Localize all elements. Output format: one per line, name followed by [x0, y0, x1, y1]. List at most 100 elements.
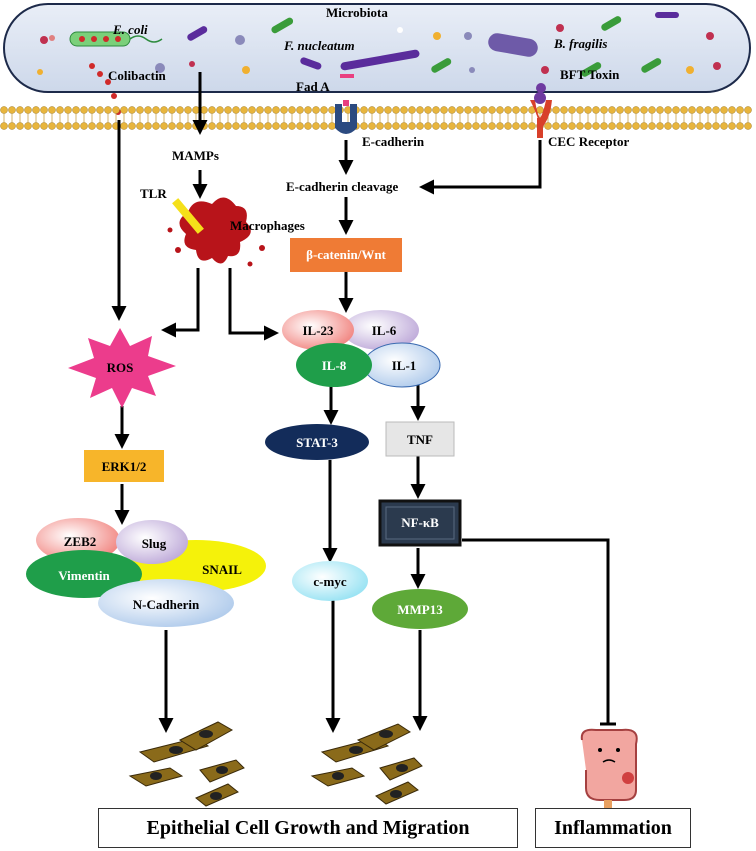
- growth-migration-label: Epithelial Cell Growth and Migration: [146, 816, 470, 839]
- membrane-lipid-head: [456, 122, 464, 130]
- pathway-labels: E-cadherin CEC Receptor MAMPs E-cadherin…: [140, 134, 629, 233]
- node-mmp13: MMP13: [372, 589, 468, 629]
- membrane-lipid-head: [520, 122, 528, 130]
- membrane-lipid-head: [504, 122, 512, 130]
- node-ncadherin: [98, 579, 234, 627]
- node-nfkb: NF-κB: [378, 499, 462, 547]
- membrane-lipid-head: [72, 122, 80, 130]
- membrane-lipid-head: [472, 106, 480, 114]
- membrane-lipid-head: [704, 122, 712, 130]
- node-ros: ROS: [68, 328, 176, 408]
- membrane-lipid-head: [608, 106, 616, 114]
- pathway-arrows: [111, 72, 616, 733]
- membrane-lipid-head: [416, 106, 424, 114]
- membrane-lipid-head: [720, 106, 728, 114]
- membrane-lipid-head: [120, 122, 128, 130]
- arrow-macrophage-ros: [161, 268, 200, 338]
- il6-label: IL-6: [372, 323, 397, 338]
- membrane-lipid-head: [400, 106, 408, 114]
- membrane-lipid-head: [80, 106, 88, 114]
- membrane-lipid-head: [232, 122, 240, 130]
- membrane-lipid-head: [496, 106, 504, 114]
- membrane-lipid-head: [576, 122, 584, 130]
- membrane-lipid-head: [680, 122, 688, 130]
- membrane-lipid-head: [496, 122, 504, 130]
- membrane-lipid-head: [520, 106, 528, 114]
- membrane-lipid-head: [616, 122, 624, 130]
- membrane-lipid-head: [88, 122, 96, 130]
- cell-membrane: [0, 106, 752, 130]
- membrane-lipid-head: [576, 106, 584, 114]
- membrane-lipid-head: [432, 122, 440, 130]
- membrane-lipid-head: [712, 122, 720, 130]
- membrane-lipid-head: [136, 106, 144, 114]
- membrane-lipid-head: [368, 122, 376, 130]
- membrane-lipid-head: [304, 122, 312, 130]
- membrane-lipid-head: [632, 106, 640, 114]
- membrane-lipid-head: [376, 122, 384, 130]
- membrane-lipid-head: [144, 122, 152, 130]
- membrane-lipid-head: [624, 106, 632, 114]
- membrane-lipid-head: [192, 106, 200, 114]
- slug-label: Slug: [142, 536, 167, 551]
- ros-label: ROS: [107, 360, 134, 375]
- membrane-lipid-head: [680, 106, 688, 114]
- membrane-lipid-head: [712, 106, 720, 114]
- membrane-lipid-head: [704, 106, 712, 114]
- label-ecoli: E. coli: [112, 22, 148, 37]
- membrane-lipid-head: [360, 122, 368, 130]
- membrane-lipid-head: [240, 106, 248, 114]
- membrane-lipid-head: [96, 122, 104, 130]
- membrane-lipid-head: [672, 122, 680, 130]
- tnf-label: TNF: [407, 432, 433, 447]
- membrane-lipid-head: [280, 122, 288, 130]
- membrane-lipid-head: [176, 122, 184, 130]
- emt-cluster: ZEB2 Slug SNAIL Vimentin N-Cadherin: [26, 518, 266, 627]
- membrane-lipid-head: [448, 106, 456, 114]
- membrane-lipid-head: [464, 106, 472, 114]
- membrane-lipid-head: [80, 122, 88, 130]
- node-il6: [343, 310, 419, 350]
- membrane-lipid-head: [128, 122, 136, 130]
- membrane-lipid-head: [48, 106, 56, 114]
- membrane-lipid-head: [248, 122, 256, 130]
- membrane-lipid-head: [696, 122, 704, 130]
- membrane-lipid-head: [320, 106, 328, 114]
- membrane-lipid-head: [208, 106, 216, 114]
- membrane-lipid-head: [688, 106, 696, 114]
- membrane-lipid-head: [264, 122, 272, 130]
- inflammation-label: Inflammation: [554, 816, 672, 839]
- label-ecadherin: E-cadherin: [362, 134, 425, 149]
- membrane-lipid-head: [504, 106, 512, 114]
- membrane-lipid-head: [32, 122, 40, 130]
- node-beta-catenin: β-catenin/Wnt: [290, 238, 402, 272]
- membrane-lipid-head: [552, 106, 560, 114]
- membrane-lipid-head: [64, 106, 72, 114]
- label-cec-receptor: CEC Receptor: [548, 134, 629, 149]
- membrane-lipid-head: [392, 122, 400, 130]
- node-erk: ERK1/2: [84, 450, 164, 482]
- membrane-lipid-head: [408, 122, 416, 130]
- ecoli-bacterium-icon: [69, 31, 163, 47]
- membrane-lipid-head: [176, 106, 184, 114]
- membrane-lipid-head: [664, 122, 672, 130]
- membrane-lipid-head: [528, 122, 536, 130]
- lumen-labels: Microbiota E. coli F. nucleatum B. fragi…: [108, 5, 620, 94]
- membrane-lipid-head: [736, 106, 744, 114]
- node-il8: [296, 343, 372, 387]
- membrane-lipid-head: [488, 106, 496, 114]
- membrane-lipid-head: [72, 106, 80, 114]
- membrane-lipid-head: [512, 122, 520, 130]
- membrane-lipid-head: [16, 122, 24, 130]
- membrane-lipid-head: [168, 106, 176, 114]
- membrane-lipid-head: [624, 122, 632, 130]
- membrane-lipid-head: [184, 122, 192, 130]
- cmyc-label: c-myc: [313, 574, 346, 589]
- macrophage-icon: [167, 197, 265, 267]
- membrane-lipid-head: [648, 122, 656, 130]
- membrane-lipid-head: [232, 106, 240, 114]
- membrane-lipid-head: [600, 122, 608, 130]
- membrane-lipid-head: [384, 122, 392, 130]
- membrane-lipid-head: [376, 106, 384, 114]
- membrane-lipid-head: [8, 106, 16, 114]
